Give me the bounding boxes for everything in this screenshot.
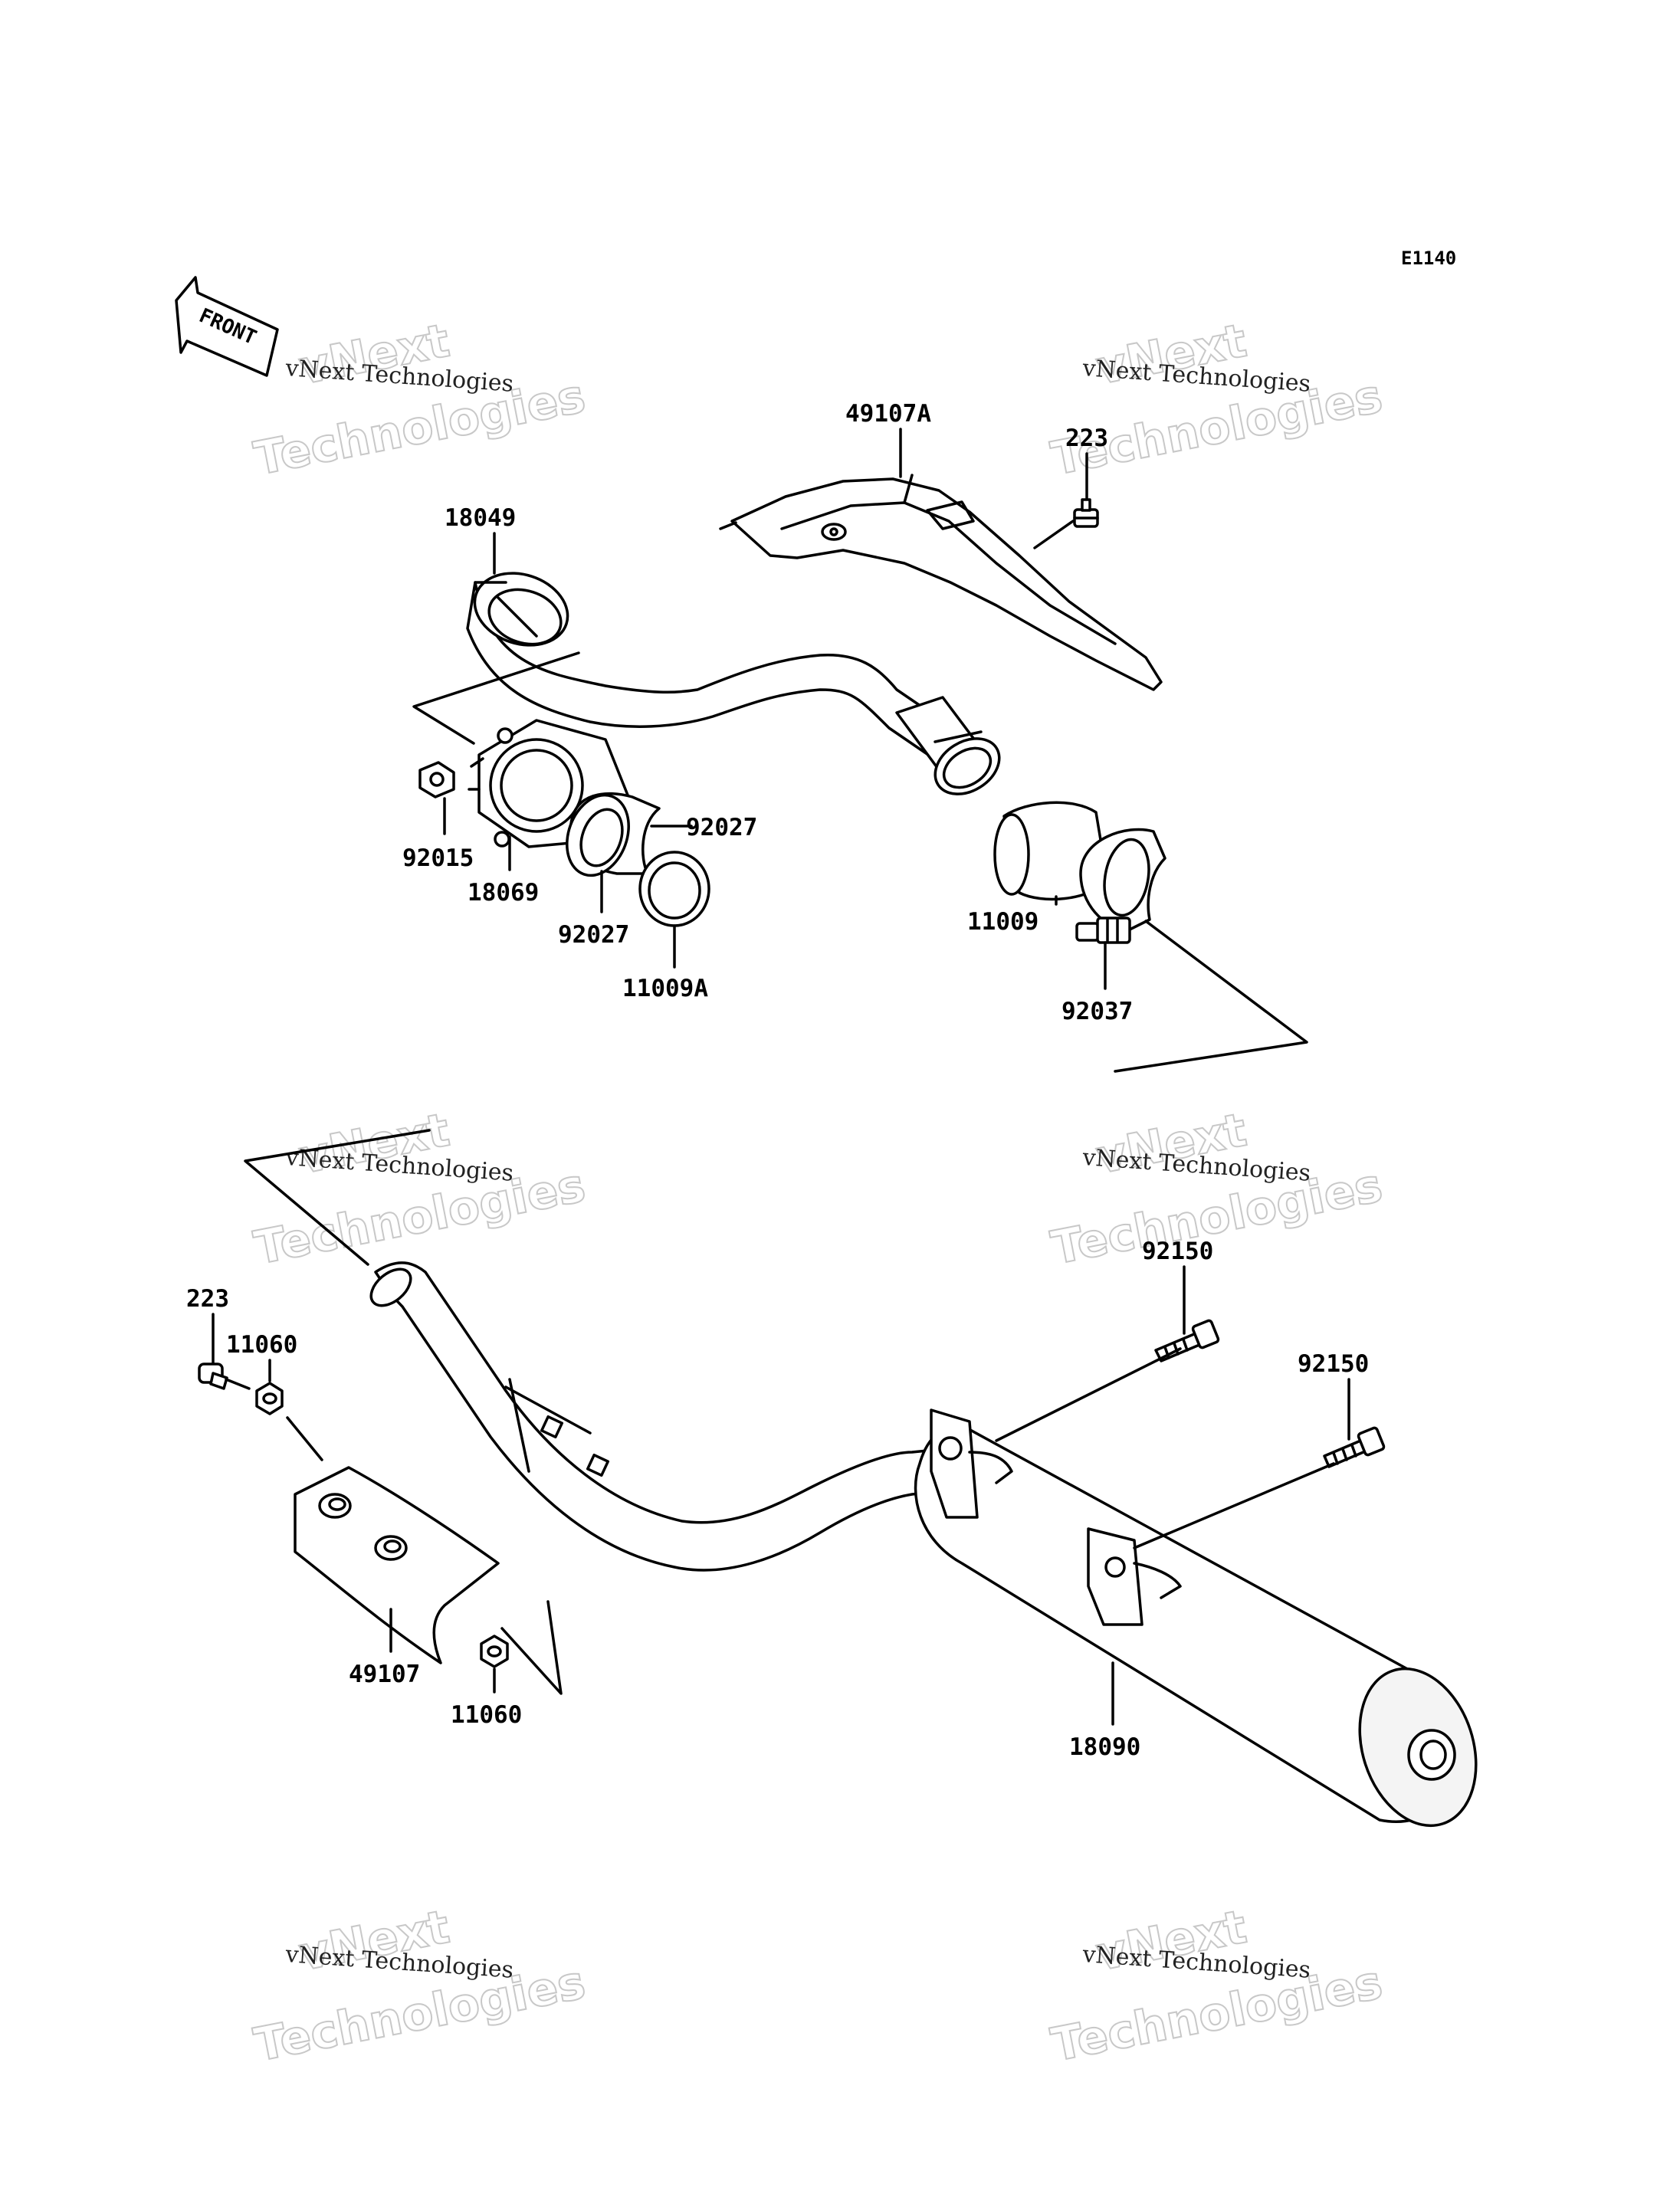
label-92027-bottom: 92027: [558, 921, 629, 949]
label-49107: 49107: [349, 1661, 420, 1688]
label-223-bottom: 223: [186, 1285, 229, 1313]
muffler-pipe: [369, 1261, 952, 1572]
ring-11009a: [638, 851, 710, 927]
washer-11060-top: [255, 1382, 284, 1415]
label-11009: 11009: [967, 908, 1039, 936]
label-49107a: 49107A: [845, 400, 931, 428]
washer-11060-bottom: [480, 1635, 509, 1668]
bolt-92150-left: [1154, 1319, 1220, 1362]
label-11060-top: 11060: [226, 1331, 297, 1359]
tail-reference-line: [500, 1600, 563, 1695]
leader-lines: [212, 428, 1350, 1726]
label-223-top: 223: [1065, 425, 1108, 452]
label-18049: 18049: [445, 504, 516, 532]
muffler-18090: [914, 1408, 1478, 1828]
header-pipe-18049: [466, 572, 1001, 795]
label-92150-left: 92150: [1142, 1238, 1213, 1265]
bolt-223-bottom: [198, 1362, 228, 1390]
nut-92015: [418, 761, 455, 798]
header-reference-line: [412, 651, 580, 745]
label-92037: 92037: [1061, 998, 1133, 1025]
muffler-reference-line: [244, 1129, 431, 1266]
label-18069: 18069: [468, 879, 539, 907]
front-arrow-icon: FRONT: [175, 276, 279, 377]
label-11060-bottom: 11060: [451, 1701, 522, 1729]
heat-shield-49107: [294, 1466, 500, 1664]
label-92150-right: 92150: [1298, 1350, 1369, 1378]
clamp-92037: [1075, 828, 1166, 944]
clamp-reference-line: [1114, 920, 1308, 1073]
label-18090: 18090: [1069, 1733, 1140, 1761]
diagram-code: E1140: [1401, 248, 1456, 269]
label-92015: 92015: [402, 844, 474, 872]
gasket-92027: [566, 792, 661, 877]
bolt-92150-right: [1323, 1426, 1386, 1468]
label-11009a: 11009A: [622, 975, 708, 1002]
bolt-223-top: [1073, 498, 1099, 528]
heat-shield-49107a: [719, 474, 1163, 691]
label-92027-right: 92027: [686, 814, 757, 841]
